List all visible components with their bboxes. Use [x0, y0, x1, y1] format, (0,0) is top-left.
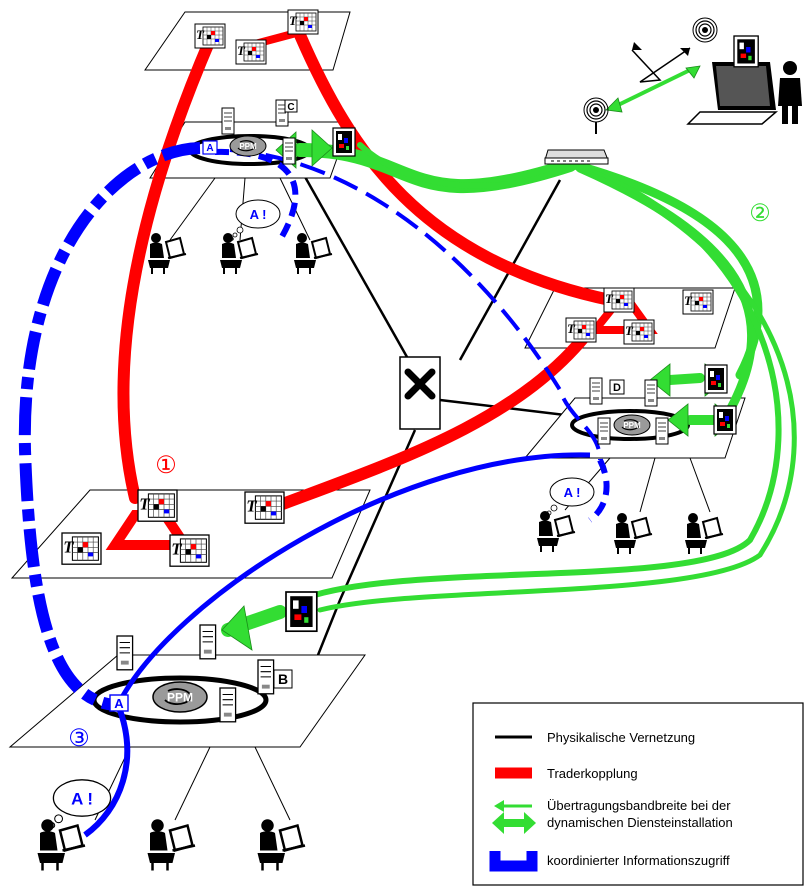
server-icon: [116, 635, 134, 671]
svg-text:B: B: [278, 671, 288, 687]
coordinated-info-access: [18, 142, 610, 838]
user-workstation-icon: [684, 512, 724, 555]
router-icon: [544, 149, 609, 165]
server-icon: [219, 687, 237, 723]
svg-text:A !: A !: [250, 207, 267, 222]
svg-text:C: C: [287, 102, 294, 113]
server-icon: [655, 417, 669, 445]
legend-item-info: koordinierter Informationszugriff: [489, 851, 730, 872]
trader-node-icon: [244, 491, 285, 524]
user-workstation-icon: [219, 232, 259, 275]
link-arrow: [631, 42, 691, 83]
user-workstation-icon: [146, 818, 197, 872]
svg-text:PPM: PPM: [167, 691, 193, 705]
trader-node-icon: [623, 319, 655, 345]
server-icon: [589, 377, 603, 405]
trader-node-icon: [194, 23, 226, 49]
svg-text:A: A: [114, 696, 124, 711]
trader-node-icon: [137, 489, 178, 522]
server-icon: [644, 379, 658, 407]
svg-text:②: ②: [749, 200, 771, 227]
mobile-service-icon: [285, 591, 318, 633]
svg-text:A !: A !: [71, 790, 93, 809]
server-icon: [257, 659, 275, 695]
trader-coupling: [105, 28, 658, 550]
user-workstation-icon: [536, 510, 576, 553]
user-workstation-icon: [147, 232, 187, 275]
trader-node-icon: [169, 534, 210, 567]
server-icon: [282, 137, 296, 165]
svg-text:Übertragungsbandbreite bei der: Übertragungsbandbreite bei der: [547, 798, 731, 813]
ppm-ring-icon: PPM: [229, 135, 267, 157]
mobile-service-icon: [332, 127, 356, 157]
svg-text:D: D: [613, 382, 621, 394]
mobile-service-icon: [733, 35, 759, 68]
trader-node-icon: [235, 39, 267, 65]
legend-item-trader: Traderkopplung: [495, 766, 638, 781]
user-workstation-icon: [256, 818, 307, 872]
server-icon: [597, 417, 611, 445]
svg-text:A !: A !: [564, 485, 581, 500]
antenna-icon: [583, 97, 609, 135]
legend: Physikalische Vernetzung Traderkopplung …: [472, 702, 804, 886]
user-workstation-icon: [613, 512, 653, 555]
trader-node-icon: [61, 532, 102, 565]
svg-text:PPM: PPM: [623, 421, 641, 430]
bandwidth-flows: [221, 68, 797, 637]
user-workstation-icon: [293, 232, 333, 275]
mobile-service-icon: [713, 405, 737, 435]
laptop-icon: [686, 62, 779, 125]
legend-item-physical: Physikalische Vernetzung: [495, 730, 695, 745]
switch-icon: [399, 356, 441, 430]
server-tag-d: D: [609, 379, 625, 395]
thought-bubble: A !: [45, 779, 112, 833]
access-badge: A: [202, 140, 218, 155]
svg-text:①: ①: [155, 452, 177, 479]
svg-text:dynamischen Diensteinstallatio: dynamischen Diensteinstallation: [547, 815, 733, 830]
svg-text:Traderkopplung: Traderkopplung: [547, 766, 638, 781]
trader-node-icon: [287, 9, 319, 35]
svg-text:Physikalische Vernetzung: Physikalische Vernetzung: [547, 730, 695, 745]
mobile-service-icon: [704, 364, 728, 394]
access-badge: A: [109, 694, 129, 712]
trader-node-icon: [682, 289, 714, 315]
server-tag-b: B: [273, 669, 293, 689]
svg-text:PPM: PPM: [239, 142, 257, 151]
server-tag-c: C: [284, 99, 298, 113]
person-icon: [778, 61, 802, 124]
thought-bubble: A !: [544, 477, 595, 519]
user-workstation-icon: [36, 818, 87, 872]
ppm-ring-icon: PPM: [152, 681, 208, 713]
marker-two: ②: [749, 200, 771, 227]
ppm-ring-icon: PPM: [613, 414, 651, 436]
svg-text:③: ③: [68, 725, 90, 752]
trader-node-icon: [565, 317, 597, 343]
legend-item-bandwidth: Übertragungsbandbreite bei der dynamisch…: [492, 798, 733, 834]
server-icon: [199, 624, 217, 660]
thought-bubble: A !: [230, 199, 281, 241]
svg-text:koordinierter Informationszugr: koordinierter Informationszugriff: [547, 853, 730, 868]
trader-node-icon: [603, 287, 635, 313]
svg-text:A: A: [206, 143, 213, 154]
marker-three: ③: [68, 725, 90, 752]
antenna-icon: [692, 17, 718, 43]
marker-one: ①: [155, 452, 177, 479]
server-icon: [221, 107, 235, 135]
